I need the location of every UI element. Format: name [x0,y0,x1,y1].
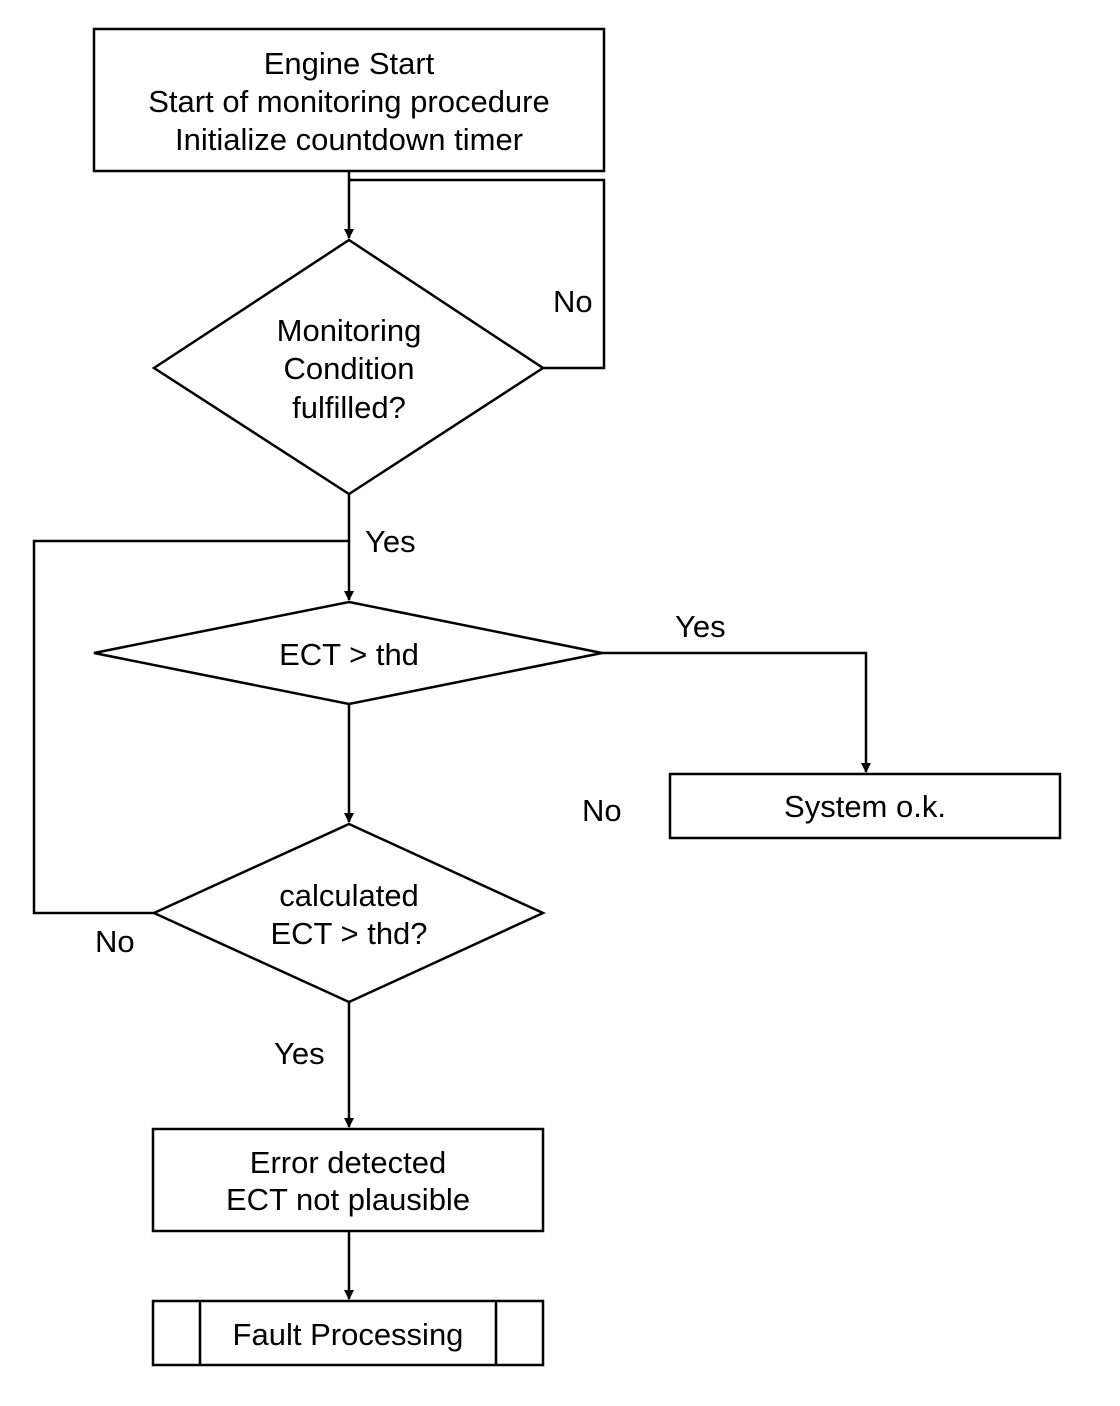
start-node: Engine Start Start of monitoring procedu… [92,27,606,173]
system-ok-text: System o.k. [784,789,946,824]
edge-monitoring-no-loop [349,178,606,370]
calculated-line-2: ECT > thd? [270,916,427,951]
monitoring-condition-decision: Monitoring Condition fulfilled? [151,238,546,496]
system-ok-node: System o.k. [668,772,1062,840]
fault-processing-text: Fault Processing [233,1317,464,1352]
calculated-line-1: calculated [279,878,419,913]
edge-calculated-no-loop [32,539,349,915]
start-line-2: Start of monitoring procedure [148,84,550,119]
start-line-1: Engine Start [264,46,435,81]
label-calculated-no: No [95,924,135,959]
start-line-3: Initialize countdown timer [175,122,523,157]
label-monitoring-yes: Yes [365,524,416,559]
error-line-1: Error detected [250,1145,446,1180]
ect-threshold-text: ECT > thd [279,637,419,672]
ect-threshold-decision: ECT > thd [93,600,603,706]
monitoring-line-2: Condition [284,351,415,386]
label-monitoring-no: No [553,284,593,319]
label-ect-yes: Yes [675,609,726,644]
calculated-ect-decision: calculated ECT > thd? [150,822,546,1004]
label-ect-no: No [582,793,622,828]
error-line-2: ECT not plausible [226,1182,470,1217]
monitoring-line-1: Monitoring [277,313,422,348]
label-calculated-yes: Yes [274,1036,325,1071]
fault-processing-node: Fault Processing [151,1299,545,1367]
monitoring-line-3: fulfilled? [292,390,406,425]
error-detected-node: Error detected ECT not plausible [151,1127,545,1233]
edge-ect-yes [602,651,871,773]
